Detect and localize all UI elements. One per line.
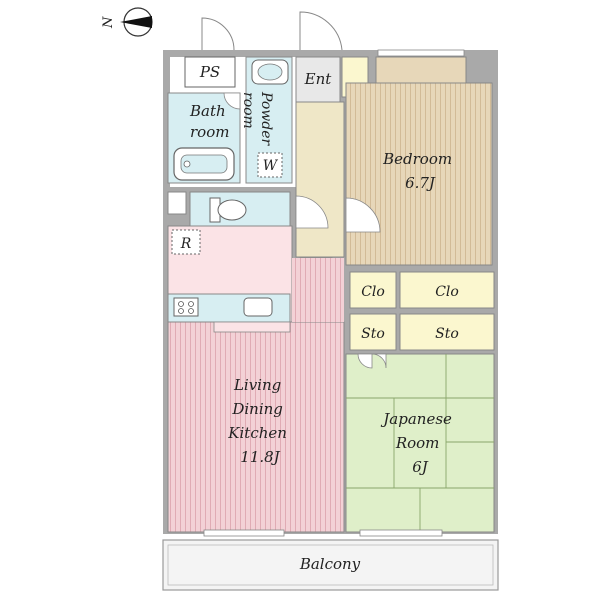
bedroom — [345, 82, 493, 266]
japanese-room-label: Japanese Room 6J — [380, 410, 456, 476]
refrigerator-label: R — [180, 236, 192, 252]
japanese-window — [359, 529, 443, 537]
ldk-window — [203, 529, 285, 537]
burner-icon — [188, 301, 194, 307]
ldk-label: Living Dining Kitchen 11.8J — [227, 376, 291, 466]
refrigerator-box — [171, 229, 201, 255]
japanese-door-swing — [357, 353, 373, 369]
stove-icon — [173, 297, 199, 317]
bedroom-window — [377, 49, 465, 57]
bathtub-drain-icon — [183, 160, 191, 168]
bedroom-label: Bedroom 6.7J — [382, 150, 457, 192]
kitchen-sink-icon — [243, 297, 273, 317]
washer-label: W — [263, 158, 279, 174]
closet-b-label: Clo — [435, 284, 459, 300]
storage-b — [399, 313, 495, 351]
toilet-storage — [167, 191, 187, 215]
closet-b — [399, 271, 495, 309]
doors-top — [201, 11, 343, 51]
balcony-rail — [167, 544, 494, 586]
bedroom-door-swing — [345, 197, 381, 233]
washer-box — [257, 152, 283, 178]
ps-door-swing — [201, 17, 235, 51]
compass: N — [101, 7, 153, 37]
entrance-genkan — [295, 56, 341, 103]
bath-label: Bath room — [189, 102, 230, 141]
counter-edge — [213, 321, 291, 333]
tatami-lines — [346, 354, 494, 532]
balcony — [162, 539, 499, 591]
burner-icon — [178, 301, 184, 307]
burner-icon — [188, 308, 194, 314]
ps-label: PS — [199, 63, 220, 81]
corridor — [295, 101, 345, 258]
ps-box — [184, 56, 236, 88]
burner-icon — [178, 308, 184, 314]
balcony-label: Balcony — [299, 555, 361, 573]
compass-needle-icon — [120, 16, 152, 28]
entrance-door-swing — [299, 11, 343, 51]
ldk-extension — [292, 258, 344, 322]
closet-a-label: Clo — [361, 284, 385, 300]
closet-a — [349, 271, 397, 309]
powder-label: Powder room — [240, 91, 274, 150]
toilet-bowl-icon — [217, 199, 247, 221]
bath-door-swing — [223, 92, 241, 110]
sink-basin-icon — [257, 63, 283, 81]
living-dining-kitchen — [167, 321, 345, 533]
compass-north-label: N — [101, 16, 116, 29]
bedroom-shelf — [375, 56, 467, 84]
toilet-door-swing — [295, 195, 329, 229]
storage-a-label: Sto — [361, 326, 385, 342]
japanese-door-swing — [371, 353, 387, 369]
storage-a — [349, 313, 397, 351]
storage-b-label: Sto — [435, 326, 459, 342]
bathtub-basin — [180, 154, 228, 174]
entrance-label: Ent — [304, 70, 333, 88]
